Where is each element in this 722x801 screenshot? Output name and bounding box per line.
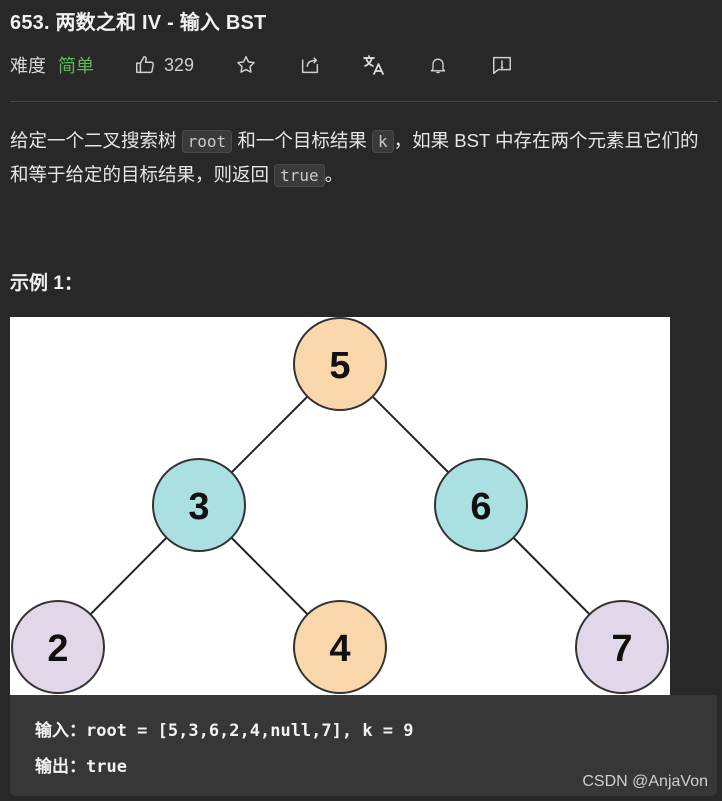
- tree-node-label: 7: [611, 628, 632, 670]
- tree-node-label: 5: [329, 345, 350, 387]
- tree-node-7: [575, 600, 669, 694]
- tree-node-label: 4: [329, 628, 350, 670]
- description-text: 给定一个二叉搜索树: [10, 130, 182, 151]
- difficulty-badge: 简单: [58, 56, 94, 76]
- share-button[interactable]: [298, 53, 322, 77]
- bell-icon: [430, 58, 446, 74]
- problem-description: 给定一个二叉搜索树 root 和一个目标结果 k，如果 BST 中存在两个元素且…: [10, 124, 715, 192]
- header-divider: [10, 101, 718, 102]
- tree-node-label: 6: [470, 486, 491, 528]
- tree-node-label: 2: [47, 628, 68, 670]
- translate-button[interactable]: [362, 53, 386, 77]
- problem-meta-bar: 难度 简单 329: [10, 52, 514, 78]
- example-io-block: 输入：root = [5,3,6,2,4,null,7], k = 9 输出：t…: [10, 695, 717, 796]
- problem-title: 653. 两数之和 IV - 输入 BST: [10, 12, 267, 34]
- example-input: 输入：root = [5,3,6,2,4,null,7], k = 9: [35, 721, 414, 741]
- difficulty-label: 难度: [10, 56, 46, 76]
- thumbs-up-icon: [136, 56, 154, 74]
- example-output: 输出：true: [35, 757, 127, 777]
- like-count: 329: [164, 54, 195, 75]
- star-icon: [237, 56, 255, 73]
- description-text: 。: [324, 164, 344, 185]
- tree-node-label: 3: [188, 486, 209, 528]
- favorite-button[interactable]: [234, 53, 258, 77]
- feedback-button[interactable]: [490, 53, 514, 77]
- example-title: 示例 1：: [10, 273, 83, 294]
- code-true: true: [274, 164, 325, 187]
- tree-node-5: [293, 317, 387, 411]
- tree-diagram: 5 3 6 2 4 7: [10, 317, 670, 695]
- feedback-icon: [493, 56, 512, 74]
- tree-node-3: [152, 458, 246, 552]
- description-text: 和一个目标结果: [232, 130, 372, 151]
- translate-icon: [363, 55, 384, 75]
- description-text: ，如果 BST 中存在两个元素且它们的和等于给定的目标结果，则返回: [10, 130, 699, 185]
- notification-button[interactable]: [426, 53, 450, 77]
- like-button[interactable]: 329: [134, 54, 194, 76]
- tree-node-4: [293, 600, 387, 694]
- code-root: root: [181, 130, 233, 153]
- tree-node-6: [434, 458, 528, 552]
- tree-node-2: [11, 600, 105, 694]
- share-icon: [301, 57, 319, 74]
- code-k: k: [371, 130, 394, 153]
- watermark: CSDN @AnjaVon: [582, 773, 708, 790]
